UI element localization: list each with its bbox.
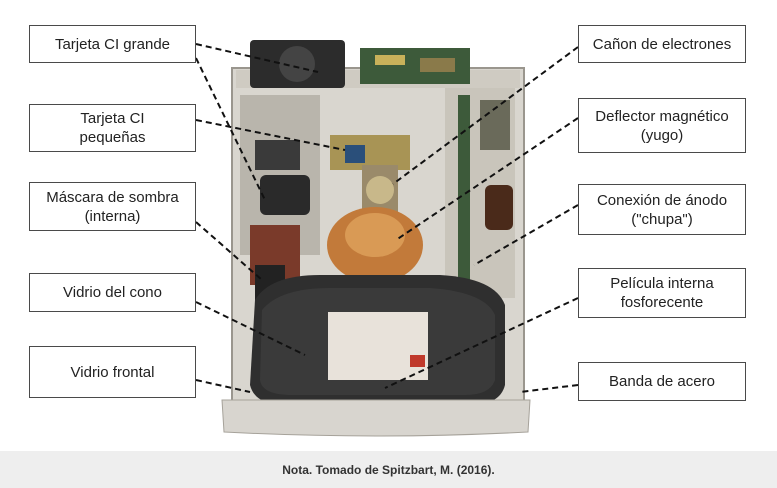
label-canon-de-electrones: Cañon de electrones bbox=[578, 25, 746, 63]
crt-monitor-photo bbox=[195, 40, 579, 437]
leader-tarjeta-grande-b bbox=[195, 57, 266, 201]
label-tarjeta-ci-pequenas: Tarjeta CI pequeñas bbox=[29, 104, 196, 152]
leader-deflector bbox=[395, 117, 579, 241]
leader-banda bbox=[519, 384, 579, 393]
small-circuit-board bbox=[330, 135, 410, 170]
leader-tarjeta-grande-a bbox=[195, 43, 319, 73]
label-mascara-de-sombra: Máscara de sombra (interna) bbox=[29, 182, 196, 231]
label-vidrio-del-cono: Vidrio del cono bbox=[29, 273, 196, 312]
leader-conexion bbox=[473, 204, 579, 266]
label-deflector-magnetico: Deflector magnético (yugo) bbox=[578, 98, 746, 153]
warning-label bbox=[328, 312, 428, 380]
leader-pelicula bbox=[384, 297, 579, 389]
leader-mascara bbox=[195, 221, 263, 281]
leader-canon bbox=[392, 46, 579, 185]
front-bezel bbox=[221, 399, 531, 437]
leader-vidrio-cono bbox=[195, 301, 306, 356]
label-banda-de-acero: Banda de acero bbox=[578, 362, 746, 401]
label-vidrio-frontal: Vidrio frontal bbox=[29, 346, 196, 398]
leader-tarjeta-pequena bbox=[195, 119, 346, 151]
figure-caption: Nota. Tomado de Spitzbart, M. (2016). bbox=[0, 451, 777, 488]
label-pelicula-interna: Película interna fosforecente bbox=[578, 268, 746, 318]
label-tarjeta-ci-grande: Tarjeta CI grande bbox=[29, 25, 196, 63]
label-conexion-de-anodo: Conexión de ánodo ("chupa") bbox=[578, 184, 746, 235]
